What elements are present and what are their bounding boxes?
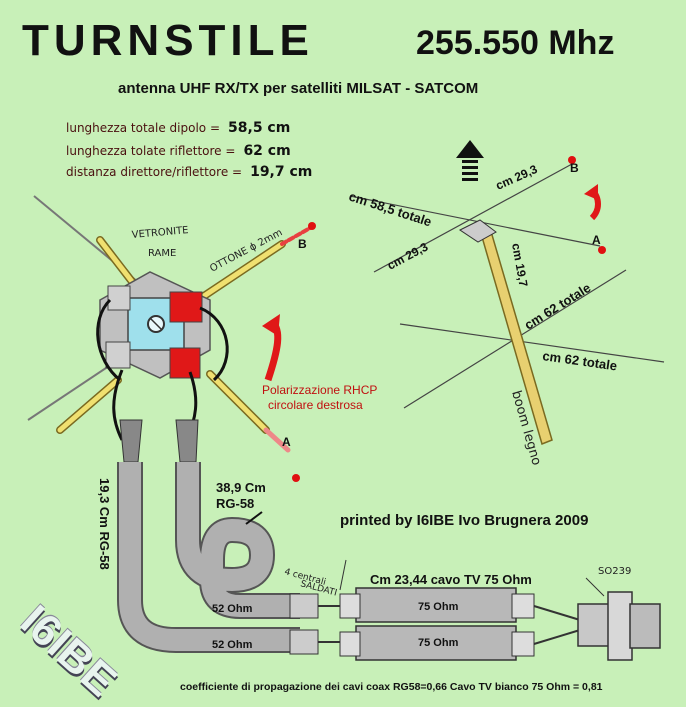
label-polarization-2: circolare destrosa (268, 398, 363, 412)
label-75-ohm-top: 75 Ohm (418, 601, 459, 613)
credit-text: printed by I6IBE Ivo Brugnera 2009 (340, 512, 589, 529)
label-polarization-1: Polarizzazione RHCP (262, 383, 377, 397)
direction-arrow-icon (456, 140, 484, 181)
pointer-arrow (245, 511, 263, 525)
label-point-b: B (298, 237, 307, 251)
label-dipole-total: cm 58,5 totale (347, 189, 433, 230)
label-half-b: cm 29,3 (494, 162, 540, 193)
spec-value: 58,5 cm (228, 120, 291, 136)
perspective-view (349, 163, 665, 409)
spec-label: lunghezza tolate riflettore = (66, 144, 236, 158)
coax-cables (117, 462, 300, 653)
label-so239: SO239 (598, 566, 631, 577)
subtitle: antenna UHF RX/TX per satelliti MILSAT -… (118, 80, 479, 97)
label-52-ohm-bottom: 52 Ohm (212, 639, 253, 651)
pcb-board (99, 271, 211, 379)
label-cable-type: RG-58 (216, 496, 254, 511)
pt-b-dot (568, 156, 576, 164)
label-point-a: A (282, 435, 291, 449)
spec-label: lunghezza totale dipolo = (66, 121, 221, 135)
point-b-dot (308, 222, 316, 230)
spec-reflector: lunghezza tolate riflettore = 62 cm (66, 143, 291, 159)
label-rame: RAME (148, 248, 176, 259)
label-refl-total-2: cm 62 totale (542, 348, 619, 373)
pt-a-dot (598, 246, 606, 254)
spec-value: 62 cm (243, 143, 291, 159)
spec-label: distanza direttore/riflettore = (66, 165, 243, 179)
label-vetronite: VETRONITE (131, 225, 189, 241)
label-refl-total-1: cm 62 totale (522, 280, 594, 333)
spec-dipole: lunghezza totale dipolo = 58,5 cm (66, 120, 290, 136)
rod-lower-left (27, 359, 119, 421)
spec-value: 19,7 cm (250, 164, 313, 180)
frequency-label: 255.550 Mhz (416, 24, 615, 62)
connector-chain (289, 559, 661, 661)
label-52-ohm-top: 52 Ohm (212, 603, 253, 615)
label-perspective-a: A (592, 233, 601, 247)
point-a-dot (292, 474, 300, 482)
dipole-elements (56, 226, 312, 453)
label-75-ohm-bottom: 75 Ohm (418, 637, 459, 649)
label-spacing: cm 19,7 (509, 242, 530, 288)
label-cable-length: 38,9 Cm (216, 480, 266, 495)
footer-note: coefficiente di propagazione dei cavi co… (180, 681, 603, 693)
hub (459, 219, 497, 243)
label-tv-cable: Cm 23,44 cavo TV 75 Ohm (370, 572, 532, 587)
label-half-a: cm 29,3 (385, 239, 431, 272)
spec-distance: distanza direttore/riflettore = 19,7 cm (66, 164, 312, 180)
label-cable-vertical: 19,3 Cm RG-58 (97, 478, 112, 570)
label-perspective-b: B (570, 161, 579, 175)
page-title: TURNSTILE (22, 16, 314, 65)
